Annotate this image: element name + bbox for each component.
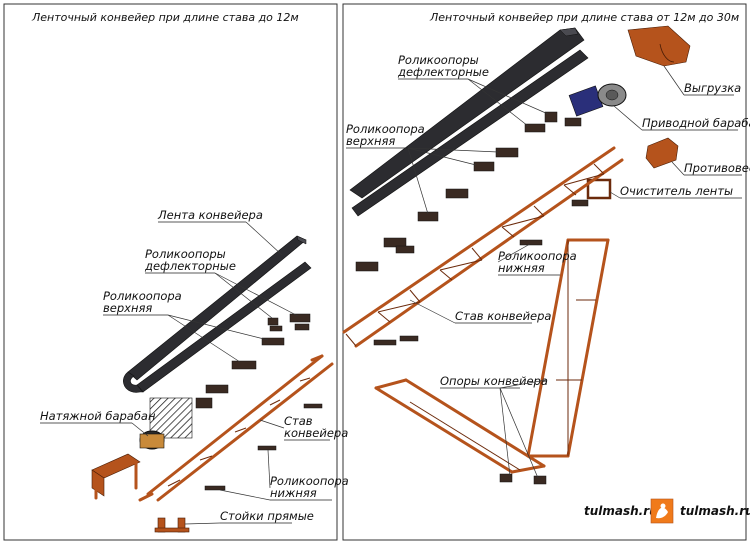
left-belt — [123, 235, 312, 393]
label-upper-roller-left-line2: верхняя — [103, 301, 152, 315]
label-upper-roller-right-line1: Роликоопора — [346, 122, 425, 136]
label-upper-roller-right-line2: верхняя — [346, 134, 395, 148]
label-supports: Опоры конвейера — [440, 374, 548, 388]
left-upper-rollers — [195, 360, 257, 409]
right-frame — [342, 146, 624, 348]
label-belt-cleaner: Очиститель ленты — [620, 184, 733, 198]
label-lower-roller-right-line1: Роликоопора — [498, 249, 577, 263]
label-unloading: Выгрузка — [684, 81, 741, 95]
right-upper-rollers — [355, 147, 519, 272]
right-belt — [349, 27, 589, 217]
right-panel-title: Ленточный конвейер при длине става от 12… — [429, 11, 739, 24]
left-deflector-rollers — [261, 313, 311, 346]
label-deflector-rollers-right-line2: дефлекторные — [397, 65, 489, 79]
left-frame — [138, 354, 334, 502]
watermark-site-right: tulmash.ru — [680, 504, 750, 518]
label-lower-roller-left-line1: Роликоопора — [270, 474, 349, 488]
conveyor-supports — [374, 238, 610, 485]
label-drive-drum: Приводной барабан — [642, 116, 750, 130]
label-lower-roller-left-line2: нижняя — [270, 486, 317, 500]
label-lower-roller-right-line2: нижняя — [498, 261, 545, 275]
label-frame-left-line1: Став — [284, 414, 313, 428]
label-deflector-rollers-left-line2: дефлекторные — [144, 259, 236, 273]
label-frame-left-line2: конвейера — [284, 426, 348, 440]
left-lower-rollers — [204, 403, 323, 491]
left-posts — [154, 517, 190, 533]
watermark-site-left: tulmash.ru — [584, 504, 658, 518]
unloading-hood — [627, 25, 691, 67]
label-deflector-rollers-right-line1: Роликоопоры — [398, 53, 479, 67]
label-straight-posts: Стойки прямые — [220, 509, 314, 523]
right-lower-rollers — [373, 239, 543, 346]
label-deflector-rollers-left-line1: Роликоопоры — [145, 247, 226, 261]
left-panel-border — [3, 3, 338, 541]
label-upper-roller-left-line1: Роликоопора — [103, 289, 182, 303]
drive-drum — [568, 83, 627, 117]
belt-cleaner — [571, 178, 612, 207]
left-panel-title: Ленточный конвейер при длине става до 12… — [31, 11, 299, 24]
label-belt-left: Лента конвейера — [157, 208, 263, 222]
left-hopper — [91, 453, 141, 500]
right-panel-border — [342, 3, 747, 541]
label-frame-right: Став конвейера — [455, 309, 551, 323]
counterweight — [645, 137, 679, 169]
label-tension-drum: Натяжной барабан — [40, 409, 156, 423]
label-counterweight: Противовес — [684, 161, 750, 175]
right-deflector-rollers — [524, 111, 582, 133]
left-tension-drum — [139, 397, 193, 450]
brand-logo-icon — [650, 498, 674, 524]
